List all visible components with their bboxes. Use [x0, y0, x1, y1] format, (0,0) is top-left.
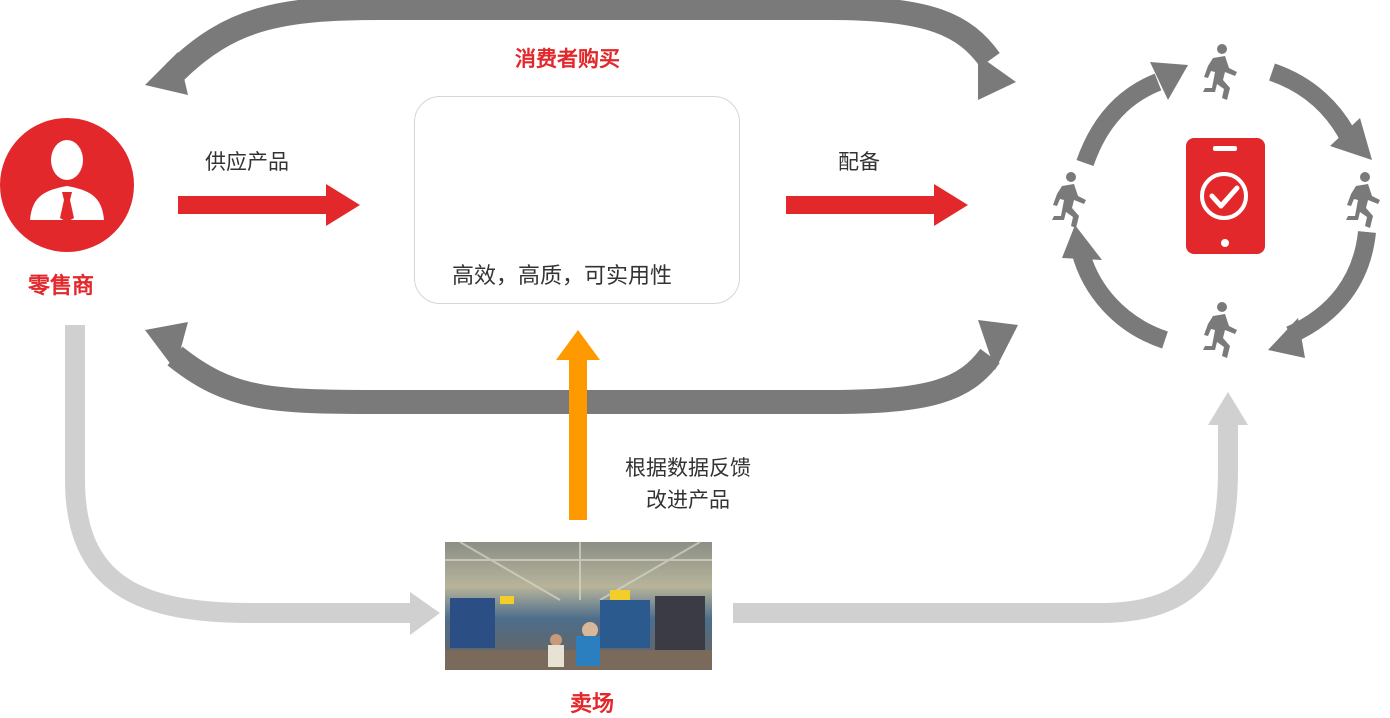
top-arc-arrow [145, 0, 1016, 100]
smartphone-check-icon [1186, 138, 1265, 254]
feedback-line-2: 改进产品 [646, 488, 730, 512]
feedback-label: 根据数据反馈 改进产品 [625, 452, 751, 516]
retailer-to-store-arrow [65, 325, 440, 635]
supply-arrow [178, 184, 360, 226]
store-label: 卖场 [570, 692, 615, 717]
consumer-purchase-title: 消费者购买 [515, 47, 620, 71]
consumer-cycle-heads [1062, 62, 1372, 358]
running-person-icon [1346, 172, 1380, 228]
consumer-cycle [1071, 63, 1376, 349]
store-to-consumers-arrow [733, 392, 1248, 623]
retailer-label: 零售商 [28, 274, 95, 299]
running-person-icon [1203, 302, 1237, 358]
sports-store-photo [445, 541, 712, 670]
supply-product-label: 供应产品 [205, 150, 289, 174]
product-card [414, 96, 740, 304]
feedback-line-1: 根据数据反馈 [625, 456, 751, 480]
equip-arrow [786, 184, 968, 226]
businessman-avatar-icon [0, 118, 134, 252]
running-person-icon [1052, 172, 1086, 228]
running-person-icon [1203, 44, 1237, 100]
bottom-arc-arrow [145, 320, 1018, 414]
feedback-arrow [556, 330, 600, 520]
product-description: 高效，高质，可实用性 [452, 264, 673, 289]
equip-label: 配备 [838, 150, 880, 174]
